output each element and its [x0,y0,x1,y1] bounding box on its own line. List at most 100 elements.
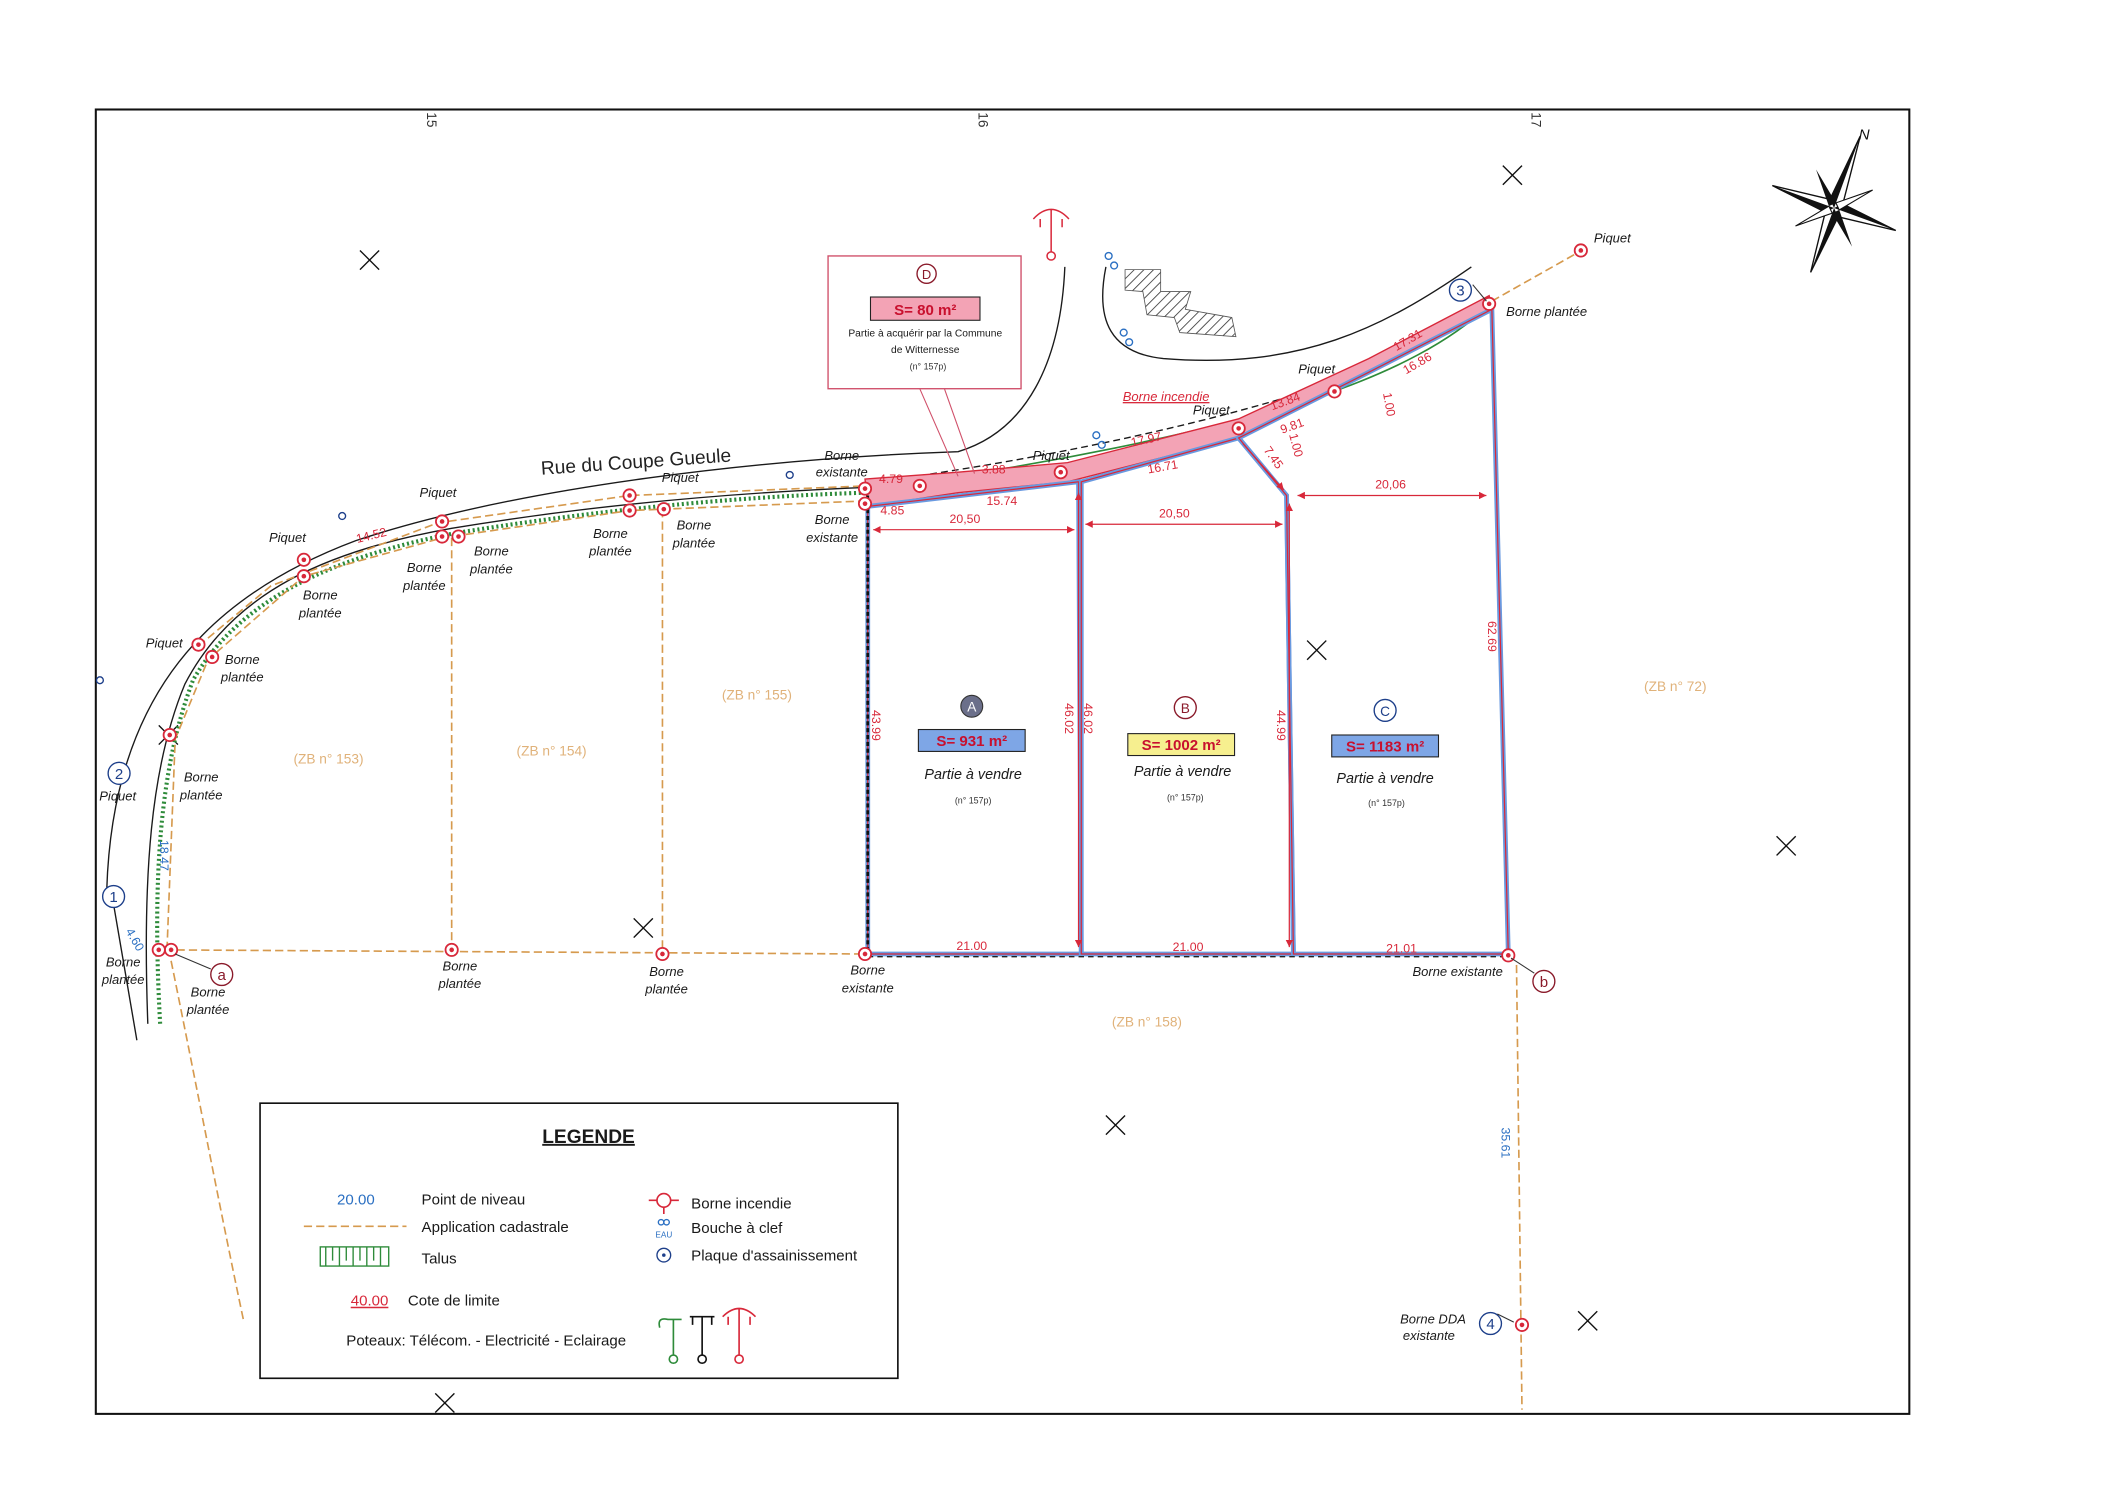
dim-label: 43.99 [869,710,883,741]
legend: LEGENDE 20.00 Point de niveau Applicatio… [259,1102,899,1380]
level-label: 4.60 [123,926,147,954]
lot-c-label: C S= 1183 m² Partie à vendre (n° 157p) [1331,698,1440,808]
road-edge-north [106,266,1066,890]
borne-marker [451,529,466,544]
piquet-label: Piquet [269,530,307,545]
borne-marker [1327,384,1342,399]
grid-cross-icon [1776,835,1797,856]
legend-valve: Bouche à clef [691,1220,783,1237]
borne-marker [656,502,671,517]
legend-talus: Talus [422,1250,457,1267]
borne-marker [151,942,166,957]
parcel-label: (ZB n° 158) [1112,1015,1182,1030]
area-value: S= 1002 m² [1142,737,1221,754]
borne-marker [622,503,637,518]
piquet-label: Piquet [99,789,137,804]
area-value: S= 1183 m² [1346,738,1424,755]
map-frame [94,108,1911,1415]
lot-a-outline [865,479,1084,957]
borne-marker [857,946,873,962]
lot-description: Partie à vendre [924,767,1021,783]
dim-label: 3.88 [982,463,1006,477]
lot-reference: (n° 157p) [955,795,992,805]
sewer-plate-icon [95,676,105,685]
legend-telecom-pole-icon [658,1318,682,1365]
borne-marker [205,649,220,665]
area-box [869,296,981,321]
grid-cross-icon [1105,1115,1126,1136]
dim-label: 21.01 [1386,942,1417,956]
valve-icon [1092,431,1106,449]
legend-sewer-icon [656,1247,672,1263]
svg-text:2: 2 [115,766,123,783]
point-a: a [210,962,234,987]
leader-line [174,284,1535,1323]
legend-talus-icon [319,1246,390,1267]
grid-crosses [158,165,1797,1413]
dim-label: 4.79 [879,472,903,486]
piquet-label: Piquet [146,635,184,650]
valve-icon [1119,328,1134,347]
area-box [1331,734,1440,758]
lot-description: Partie à vendre [1134,764,1231,780]
point-4: 4 [1478,1311,1503,1336]
dim-label: 17.97 [1130,429,1163,449]
dim-label: 21.00 [1173,940,1204,954]
borne-marker [1573,243,1588,258]
survey-points: 1 2 3 4 a b [101,278,1556,1336]
point-1: 1 [101,884,126,909]
legend-level-sample: 20.00 [337,1191,375,1208]
valve-icon [1104,251,1119,270]
area-box [1127,733,1236,757]
lot-a-limit [867,481,1082,955]
legend-cadastral: Application cadastrale [422,1219,569,1236]
point-2: 2 [107,761,131,785]
lot-b-label: B S= 1002 m² Partie à vendre (n° 157p) [1127,695,1236,803]
grid-cross-icon [633,917,654,939]
parcel-label: (ZB n° 72) [1644,679,1706,694]
grid-label: 17 [1529,112,1544,127]
parcel-labels: (ZB n° 153) (ZB n° 154) (ZB n° 155) (ZB … [293,679,1706,1029]
dim-label: 20,50 [950,512,981,526]
lot-letter: A [967,700,977,715]
dim-label: 46.02 [1062,703,1076,734]
callout-leader [919,388,976,477]
cadastral-line [170,960,245,1321]
lot-reference: (n° 157p) [910,362,947,372]
legend-electric-pole-icon [689,1315,715,1365]
dim-label: 46.02 [1081,703,1095,734]
legend-valve-tag: EAU [655,1230,672,1239]
boundary-dimensions: 20,50 20,50 20,06 21.00 21.00 21.01 43.9… [355,326,1499,955]
dim-arrow [1242,443,1285,491]
level-label: 18.47 [157,840,171,871]
svg-text:a: a [218,967,227,984]
dim-label: 15.74 [986,494,1017,508]
lot-letter: C [1380,704,1390,719]
building-hatched [1124,269,1237,338]
borne-marker [1514,1317,1530,1332]
sewer-plate-icon [785,470,794,480]
dim-label: 21.00 [956,939,987,953]
legend-valve-icon [657,1218,670,1226]
dim-label: 20,06 [1375,478,1406,492]
road-edge-west [111,896,138,1041]
lot-description: de Witternesse [891,345,960,356]
legend-limit-sample: 40.00 [351,1293,389,1310]
legend-poteaux: Poteaux: Télécom. - Electricité - Eclair… [346,1332,626,1349]
legend-lamp-pole-icon [722,1307,757,1365]
parcel-label: (ZB n° 155) [722,687,792,702]
dim-label: 62.69 [1485,621,1499,652]
cadastral-line [166,500,866,950]
borne-marker [191,637,206,652]
north-label: N [1859,127,1870,144]
point-b: b [1532,969,1556,993]
